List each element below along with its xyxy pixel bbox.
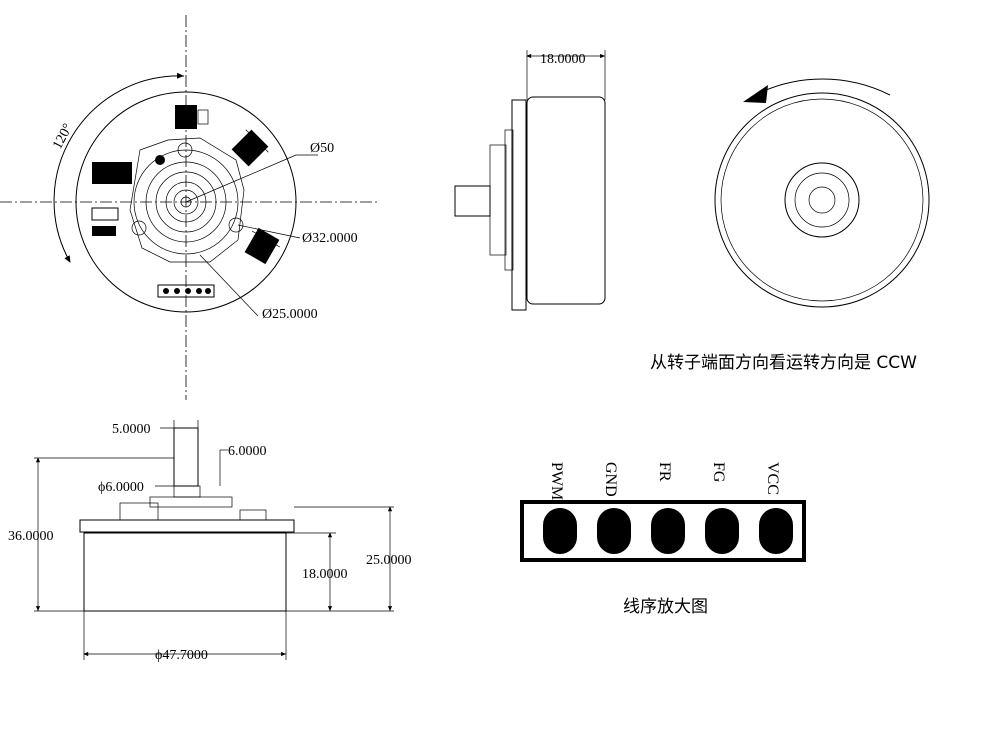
rotor-outer-2 [720,98,924,302]
housing-top [149,496,233,508]
leader-50 [185,154,297,203]
mount-hole-3 [228,217,244,233]
shaft [173,427,199,487]
ring-5 [173,189,199,215]
ring-2 [145,161,227,243]
dia-mid-label: Ø32.0000 [302,231,358,246]
inner-ring [133,149,239,255]
stator-outline [129,137,245,263]
rotor-hub-2 [794,172,850,228]
angle-arc [53,72,185,263]
pin-label-fg: FG [710,462,727,483]
ring-3 [155,171,217,233]
shaft-side [454,185,491,217]
front-view: Ø50 Ø32.0000 Ø25.0000 120° [0,15,380,400]
dia-outer-label: Ø50 [310,141,334,156]
pin-label-fr: FR [656,462,673,482]
shaft-dia-label: ϕ6.0000 [98,480,144,495]
chip-6 [92,226,116,236]
shaft-width-label: 5.0000 [112,422,151,437]
rotation-caption: 从转子端面方向看运转方向是 CCW [650,353,917,373]
pin-fr [651,508,685,554]
mount-hole-2 [131,220,147,236]
dia-inner-label: Ø25.0000 [262,307,318,322]
pin-fg [705,508,739,554]
pin-pwm [543,508,577,554]
motor-height-label: 25.0000 [366,553,412,568]
ring-6 [180,196,192,208]
chip-4 [92,162,132,184]
rotor-outer [714,92,930,308]
chip-5 [91,207,119,221]
bearing [173,485,201,498]
chip-3 [244,227,281,265]
pcb-parts [504,129,514,271]
connector-frame [520,500,806,562]
pcb-board [79,519,295,533]
pin-label-gnd: GND [602,462,619,497]
pin-label-vcc: VCC [764,462,781,495]
side-width-label: 18.0000 [540,52,586,67]
hole-dot [155,155,165,165]
body-dia-label: ϕ47.7000 [155,648,208,663]
connector-pinout: PWM GND FR FG VCC 线序放大图 [520,462,806,617]
motor-body [526,96,606,305]
component-right [239,509,267,521]
ring-4 [165,181,207,223]
motor-can [83,532,287,612]
shaft-height-label: 6.0000 [228,444,267,459]
total-height-label: 36.0000 [8,529,54,544]
body-height-label: 18.0000 [302,567,348,582]
connector-caption: 线序放大图 [623,597,708,617]
leader-25 [199,254,259,317]
elevation-view: 5.0000 6.0000 ϕ6.0000 36.0000 18.0000 25… [8,420,412,663]
pcb-edge [511,99,527,311]
connector-small [157,284,215,298]
bearing-housing [489,144,507,256]
chip-1-pad [197,109,209,125]
chip-2 [231,129,269,167]
ccw-arrow-head [743,85,768,103]
pin-vcc [759,508,793,554]
rotor-center [808,186,836,214]
side-view: 18.0000 [454,50,606,311]
component-left [119,502,159,521]
chip-1 [175,105,197,129]
rotor-view: 从转子端面方向看运转方向是 CCW [650,78,930,373]
ccw-arrow [754,78,891,96]
rotor-hub [784,162,860,238]
mount-hole-1 [177,142,193,158]
pin-gnd [597,508,631,554]
pin-label-pwm: PWM [548,462,565,500]
leader-32 [237,224,301,239]
